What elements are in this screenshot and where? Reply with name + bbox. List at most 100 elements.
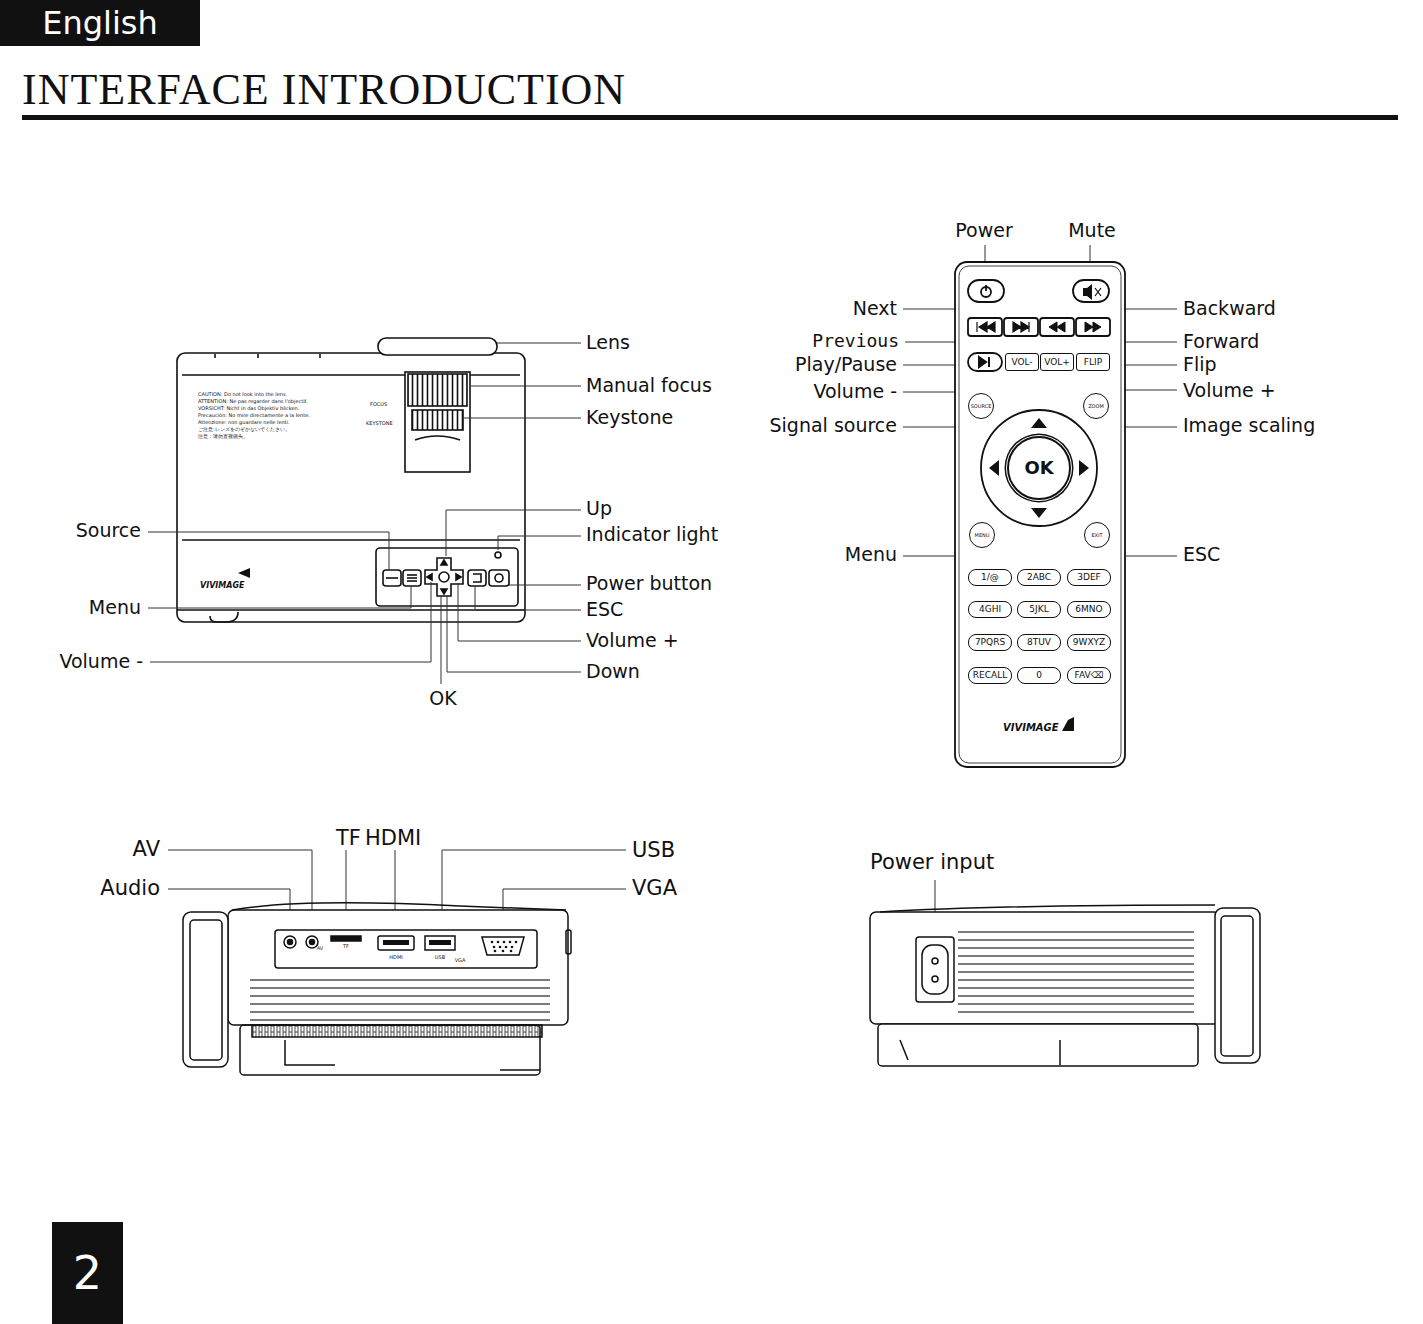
callout-label: Power input	[870, 851, 994, 874]
remote-control-part	[1004, 318, 1038, 336]
label-tab: 2	[52, 1222, 123, 1324]
printed-marking: Attenzione: non guardare nelle lenti.	[198, 420, 290, 426]
projector-side-ports-part-part	[511, 946, 514, 949]
projector-top-view-part	[177, 609, 525, 611]
remote-control-part	[1073, 280, 1109, 302]
projector-side-ports-part	[306, 936, 318, 948]
button-text: OK	[1024, 459, 1053, 477]
remote-control-part	[1083, 284, 1092, 300]
projector-side-power-part	[870, 912, 1220, 1024]
projector-side-power-part	[878, 1024, 1198, 1066]
remote-button: RECALL	[968, 667, 1012, 684]
remote-button: 8TUV	[1017, 634, 1061, 651]
callout-label: Menu	[845, 544, 897, 565]
projector-side-ports-part	[331, 936, 361, 941]
projector-side-ports-part	[284, 936, 296, 948]
button-text: 8TUV	[1027, 638, 1051, 647]
projector-side-ports-part-part	[515, 941, 518, 944]
remote-button: FAV⌫	[1067, 667, 1111, 684]
remote-button: FLIP	[1076, 353, 1110, 371]
projector-top-view-part	[407, 574, 417, 576]
button-text: 9WXYZ	[1073, 638, 1105, 647]
callout-label: Up	[586, 498, 612, 519]
remote-button: 1/@	[968, 569, 1012, 586]
title-rule	[22, 115, 1398, 120]
callout-label: Audio	[100, 877, 160, 900]
projector-side-ports-part-part	[503, 941, 506, 944]
remote-control-part	[968, 318, 1002, 336]
projector-top-view-part	[407, 577, 417, 579]
remote-control-part	[981, 410, 1097, 526]
printed-marking: CAUTION: Do not look into the lens.	[198, 392, 287, 398]
leader-lines-part	[148, 586, 411, 608]
projector-side-ports-part	[310, 940, 315, 945]
leader-lines-part	[463, 418, 581, 419]
projector-top-view-part	[412, 410, 463, 430]
callout-label: Next	[853, 298, 897, 319]
callout-label: Mute	[1068, 220, 1116, 241]
projector-side-ports-part	[250, 975, 550, 1023]
remote-button: 6MNO	[1067, 601, 1111, 618]
leader-lines-part	[475, 586, 581, 610]
remote-button: 5JKL	[1017, 601, 1061, 618]
button-text: FLIP	[1084, 358, 1102, 367]
remote-control-part	[1013, 322, 1029, 332]
button-text: EXIT	[1091, 533, 1102, 538]
projector-side-ports-part-part	[497, 941, 500, 944]
printed-marking: KEYSTONE	[366, 421, 393, 427]
remote-button: ZOOM	[1083, 393, 1109, 419]
remote-button: EXIT	[1084, 522, 1110, 548]
projector-side-power-part	[880, 905, 1215, 912]
remote-button: VOL+	[1040, 353, 1074, 371]
remote-button: SOURCE	[968, 393, 994, 419]
leader-lines-part	[447, 596, 581, 672]
callout-label: Menu	[89, 597, 141, 618]
remote-button: VOL-	[1005, 353, 1039, 371]
button-text: 7PQRS	[975, 638, 1005, 647]
remote-control-part	[968, 353, 1002, 371]
projector-side-power-part	[958, 930, 1194, 1016]
projector-top-view-part	[427, 560, 461, 594]
callout-label: HDMI	[365, 827, 421, 850]
tab-text: English	[42, 7, 158, 39]
callout-label: Volume -	[813, 381, 897, 402]
printed-marking: TF	[343, 944, 349, 950]
printed-marking: 注意：请勿直视镜头。	[198, 434, 248, 440]
button-text: VOL-	[1011, 358, 1032, 367]
remote-button: 0	[1017, 667, 1061, 684]
callout-label: VGA	[632, 877, 677, 900]
remote-control-part	[1049, 322, 1065, 332]
projector-top-view-part	[177, 353, 525, 622]
callout-label: USB	[632, 839, 675, 862]
projector-side-ports-part-part	[494, 950, 497, 953]
projector-side-ports-part	[491, 941, 518, 953]
button-text: RECALL	[973, 671, 1007, 680]
printed-marking: VGA	[455, 958, 466, 964]
button-text: 5JKL	[1029, 605, 1048, 614]
button-text: MENU	[975, 533, 990, 538]
projector-side-ports-part	[285, 1040, 540, 1070]
projector-side-ports-part-part	[505, 946, 508, 949]
remote-button: OK	[1007, 436, 1071, 500]
printed-marking: USB	[435, 955, 445, 961]
projector-side-ports-part	[383, 940, 409, 945]
callout-label: Signal source	[770, 415, 898, 436]
projector-side-power	[870, 905, 1260, 1066]
button-text: 2ABC	[1027, 573, 1051, 582]
projector-side-power-part	[922, 945, 948, 994]
projector-top-view-part	[182, 539, 520, 541]
projector-side-ports-part	[183, 912, 228, 1067]
remote-control-part	[977, 322, 995, 332]
printed-marking: Precaución: No mire directamente a la le…	[198, 413, 310, 419]
remote-button: 4GHI	[968, 601, 1012, 618]
callout-label: Source	[76, 520, 141, 541]
projector-side-ports-part	[190, 920, 222, 1060]
callout-label: ESC	[586, 599, 623, 620]
brand-logo: VIVIMAGE	[1003, 722, 1059, 733]
leader-lines-part	[498, 536, 581, 550]
callout-label: ESC	[1183, 544, 1220, 565]
projector-side-ports-part	[228, 910, 568, 1025]
projector-top-view-part	[210, 612, 238, 622]
callout-label: AV	[133, 838, 160, 861]
